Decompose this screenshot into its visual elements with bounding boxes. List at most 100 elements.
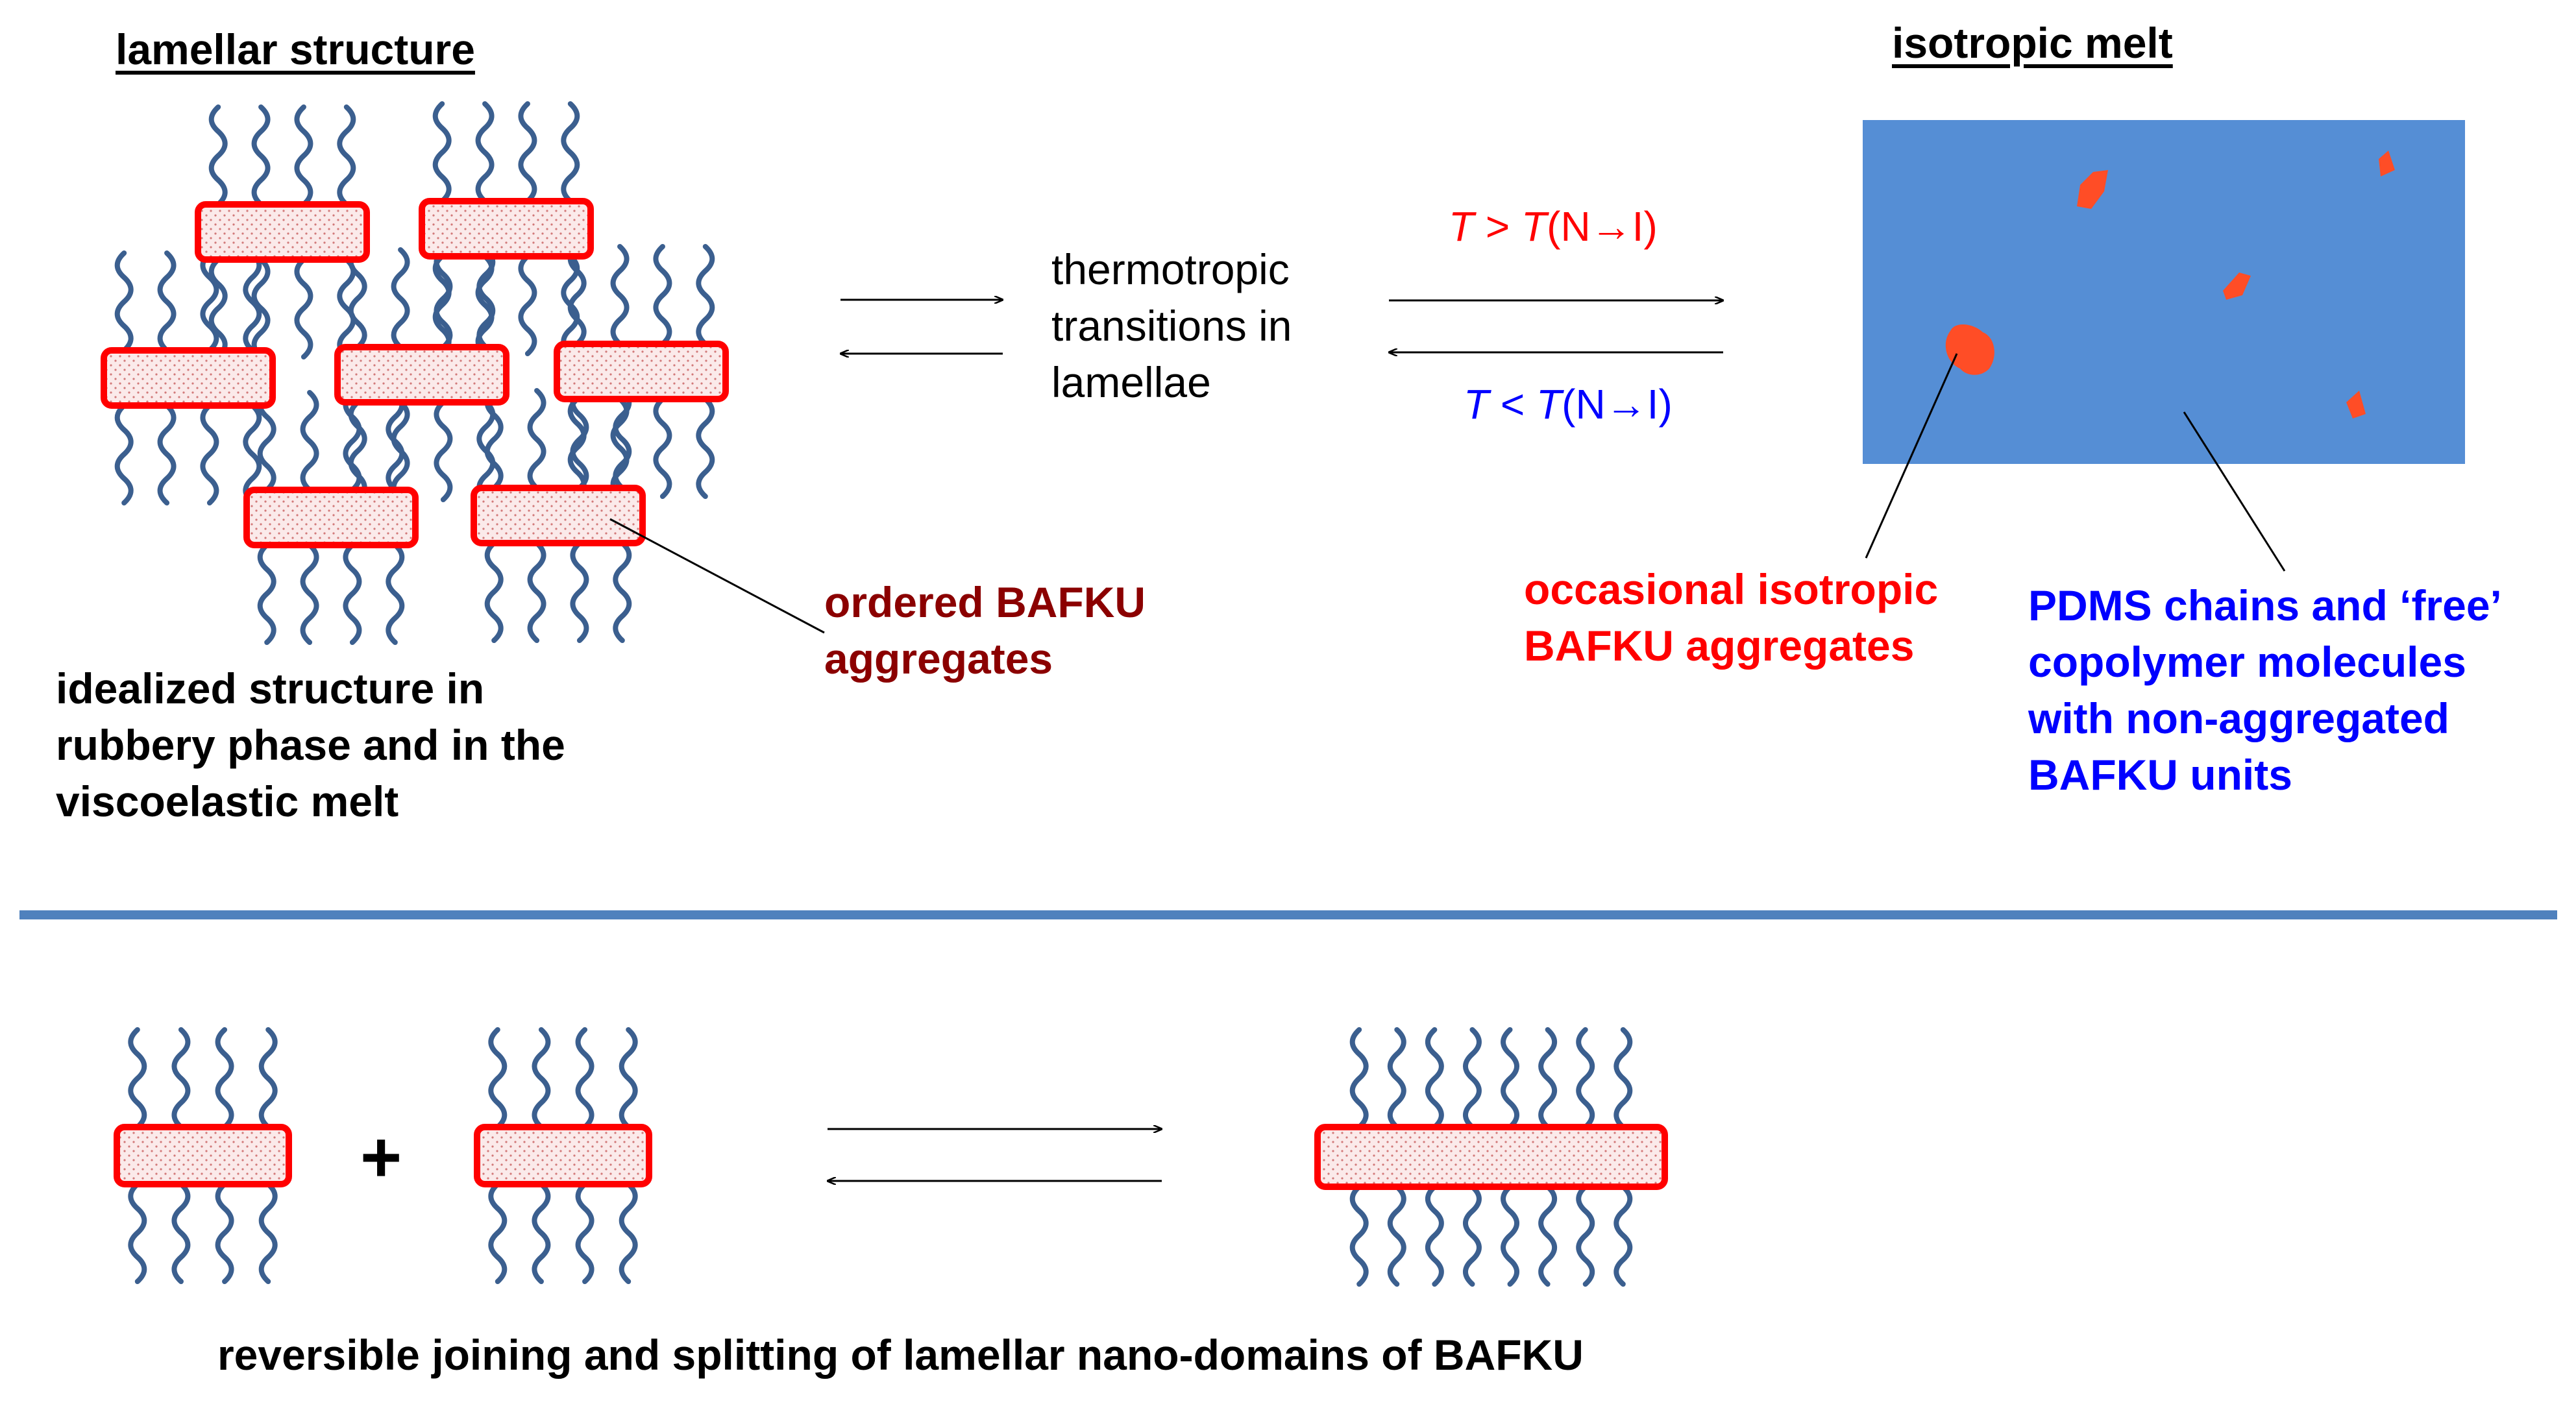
pdms-chain xyxy=(128,1027,147,1130)
pdms-chain xyxy=(570,388,589,491)
cooling-transition: (N→I) xyxy=(1562,381,1673,428)
ordered-aggregates-label: ordered BAFKU aggregates xyxy=(824,578,1146,683)
pdms-chain xyxy=(128,1182,147,1284)
pdms-chain xyxy=(1425,1184,1444,1287)
bafku-lamella-block xyxy=(554,341,729,402)
pdms-chain xyxy=(619,1027,638,1130)
pdms-chain xyxy=(386,542,405,645)
pdms-chain xyxy=(1576,1184,1595,1287)
bafku-lamella-block xyxy=(114,1124,292,1187)
pdms-chain xyxy=(434,400,453,502)
thermotropic-label: thermotropic transitions in lamellae xyxy=(1051,245,1292,407)
bafku-lamella-block xyxy=(474,1124,652,1187)
pdms-chain xyxy=(1538,1184,1558,1287)
pdms-chain xyxy=(348,247,367,350)
heating-t: T xyxy=(1449,203,1475,250)
pdms-chain xyxy=(527,540,546,643)
idealized-structure-label: idealized structure in rubbery phase and… xyxy=(56,664,565,826)
pdms-chain xyxy=(527,388,546,491)
pdms-chain xyxy=(1613,1184,1633,1287)
aggregate-blob xyxy=(2077,170,2108,209)
pdms-chain xyxy=(208,257,228,359)
pdms-chain xyxy=(567,244,587,346)
pdms-chain xyxy=(114,403,134,505)
pdms-chain xyxy=(1425,1027,1444,1130)
bottom-chains xyxy=(128,1027,1633,1287)
pdms-chain xyxy=(475,101,495,204)
pdms-chain xyxy=(343,542,362,645)
heating-t2: T xyxy=(1521,203,1547,250)
bafku-lamella-block xyxy=(1314,1124,1668,1190)
bottom-blocks xyxy=(114,1124,1668,1190)
bafku-lamella-block xyxy=(243,487,419,548)
reversible-joining-caption: reversible joining and splitting of lame… xyxy=(217,1331,1584,1379)
pointer-occasional xyxy=(1865,353,1958,559)
pdms-chain xyxy=(200,250,219,353)
lamellar-structure-title: lamellar structure xyxy=(116,25,475,73)
pdms-chain xyxy=(294,104,313,207)
aggregate-blob xyxy=(2223,273,2251,300)
pdms-chain xyxy=(518,101,537,204)
pdms-chain xyxy=(215,1027,234,1130)
bafku-lamella-block xyxy=(195,201,370,263)
pdms-chain xyxy=(300,390,319,492)
pdms-chain xyxy=(157,403,177,505)
bafku-lamella-block xyxy=(471,485,646,546)
pdms-chain xyxy=(1501,1184,1520,1287)
bafku-lamella-block xyxy=(334,344,509,406)
isotropic-melt-title: isotropic melt xyxy=(1892,19,2173,67)
pdms-chain xyxy=(561,101,580,204)
pdms-chain xyxy=(532,1182,551,1284)
pdms-chain xyxy=(575,1027,595,1130)
pdms-chain xyxy=(613,540,632,643)
heating-condition: T > T(N→I) xyxy=(1449,202,1658,250)
pdms-chain xyxy=(1613,1027,1633,1130)
aggregate-blob xyxy=(2379,151,2395,176)
pdms-chain xyxy=(1349,1027,1369,1130)
pdms-chain xyxy=(1349,1184,1369,1287)
pdms-chain xyxy=(1387,1184,1406,1287)
isotropic-melt-box xyxy=(1863,120,2465,464)
pdms-chain xyxy=(257,542,276,645)
pdms-chain xyxy=(484,388,504,491)
lamellar-chains xyxy=(114,101,715,645)
pdms-chain xyxy=(337,257,356,359)
pdms-chain xyxy=(1462,1184,1482,1287)
pdms-chain xyxy=(294,257,313,359)
pdms-chain xyxy=(1462,1027,1482,1130)
pdms-chain xyxy=(653,244,672,346)
pdms-chain xyxy=(613,388,632,491)
pdms-chains-label: PDMS chains and ‘free’ copolymer molecul… xyxy=(2028,581,2502,799)
pdms-chain xyxy=(1538,1027,1558,1130)
occasional-aggregates-label: occasional isotropic BAFKU aggregates xyxy=(1524,565,1939,670)
pdms-chain xyxy=(575,1182,595,1284)
pointer-ordered xyxy=(609,518,825,634)
pdms-chain xyxy=(386,390,405,492)
bafku-lamella-block xyxy=(101,347,276,409)
pdms-chain xyxy=(653,396,672,499)
pdms-chain xyxy=(208,104,228,207)
pdms-chain xyxy=(610,244,630,346)
pdms-chain xyxy=(300,542,319,645)
lamellar-blocks xyxy=(101,198,729,548)
pdms-chain xyxy=(251,104,271,207)
pdms-chain xyxy=(391,247,410,350)
pdms-chain xyxy=(1576,1027,1595,1130)
pdms-chain xyxy=(567,396,587,499)
pdms-chain xyxy=(570,540,589,643)
cooling-condition: T < T(N→I) xyxy=(1464,380,1673,428)
pdms-chain xyxy=(257,390,276,492)
pdms-chain xyxy=(343,390,362,492)
pdms-chain xyxy=(696,244,715,346)
pdms-chain xyxy=(619,1182,638,1284)
pdms-chain xyxy=(243,250,262,353)
pdms-chain xyxy=(258,1182,278,1284)
pdms-chain xyxy=(484,540,504,643)
aggregate-blob xyxy=(2346,391,2366,419)
pdms-chain xyxy=(488,1027,508,1130)
pdms-chain xyxy=(696,396,715,499)
cooling-op: < xyxy=(1489,381,1537,428)
pdms-chain xyxy=(157,250,177,353)
aggregate-blob-large xyxy=(1945,324,1994,375)
heating-op: > xyxy=(1474,203,1522,250)
